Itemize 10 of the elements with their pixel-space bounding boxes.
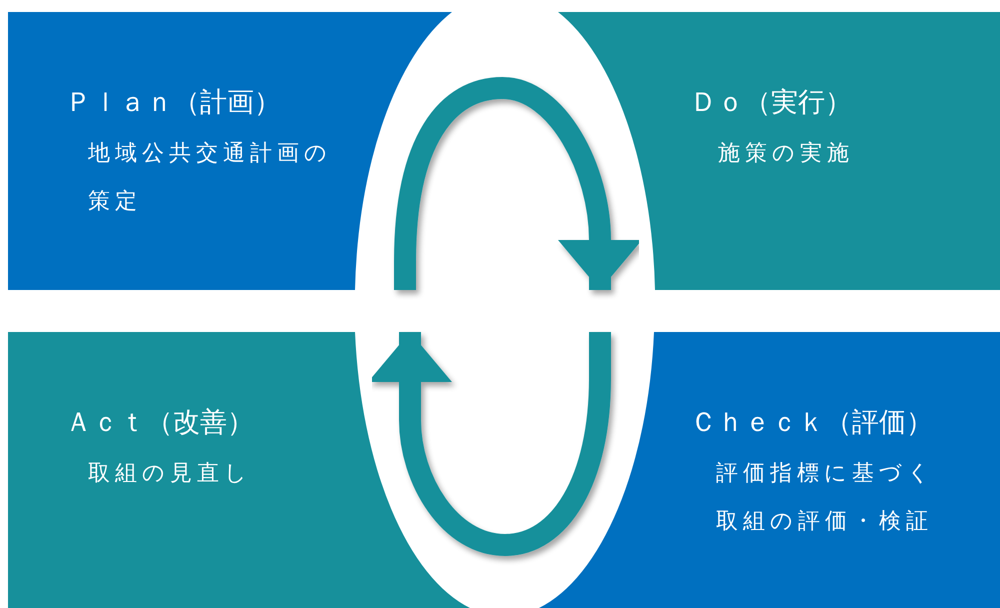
curved-arrow: [368, 332, 611, 556]
phase-description: 施策の実施: [718, 140, 855, 168]
phase-title: Ｄｏ（実行）: [690, 86, 852, 120]
phase-title: Ｃｈｅｃｋ（評価）: [690, 406, 933, 440]
phase-description: 評価指標に基づく取組の評価・検証: [716, 460, 936, 536]
act-panel: [8, 332, 470, 608]
phase-title: Ｐｌａｎ（計画）: [65, 86, 281, 120]
phase-description: 地域公共交通計画の策定: [88, 140, 333, 216]
phase-description: 取組の見直し: [88, 460, 253, 488]
phase-title: Ａｃｔ（改善）: [65, 406, 254, 440]
